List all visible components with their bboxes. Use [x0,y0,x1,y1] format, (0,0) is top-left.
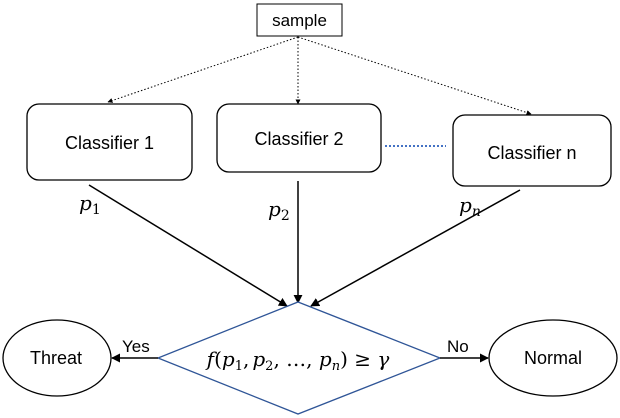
classifier-to-decision-arrows [88,181,521,307]
arrow-sample-to-classifier-1 [107,36,299,103]
normal-label: Normal [524,348,582,368]
threat-label: Threat [30,348,82,368]
classifier-n-label: Classifier n [487,143,576,163]
arrow-sample-to-classifier-n [297,36,532,115]
threat-node: Threat [2,319,112,397]
decision-node: f(p1,p2, …, pn) ≥ γ [156,301,442,415]
sample-fanout-arrows [107,36,532,115]
classifier-1-label: Classifier 1 [65,133,154,153]
sample-label: sample [272,11,327,30]
classifier-1-node: Classifier 1 [26,103,193,181]
decision-condition: f(p1,p2, …, pn) ≥ γ [205,347,390,374]
prob-label-1: p1 [79,191,101,218]
no-edge-label: No [447,337,469,356]
prob-label-2: p2 [268,197,290,224]
classifier-2-label: Classifier 2 [254,129,343,149]
normal-node: Normal [488,319,618,397]
classifier-2-node: Classifier 2 [216,103,382,173]
prob-label-n: pn [459,193,481,220]
classifier-n-node: Classifier n [452,114,612,187]
arrow-classifier-n-to-decision [310,189,521,307]
yes-edge-label: Yes [122,337,150,356]
sample-node: sample [256,3,343,37]
arrow-classifier-1-to-decision [88,184,288,307]
